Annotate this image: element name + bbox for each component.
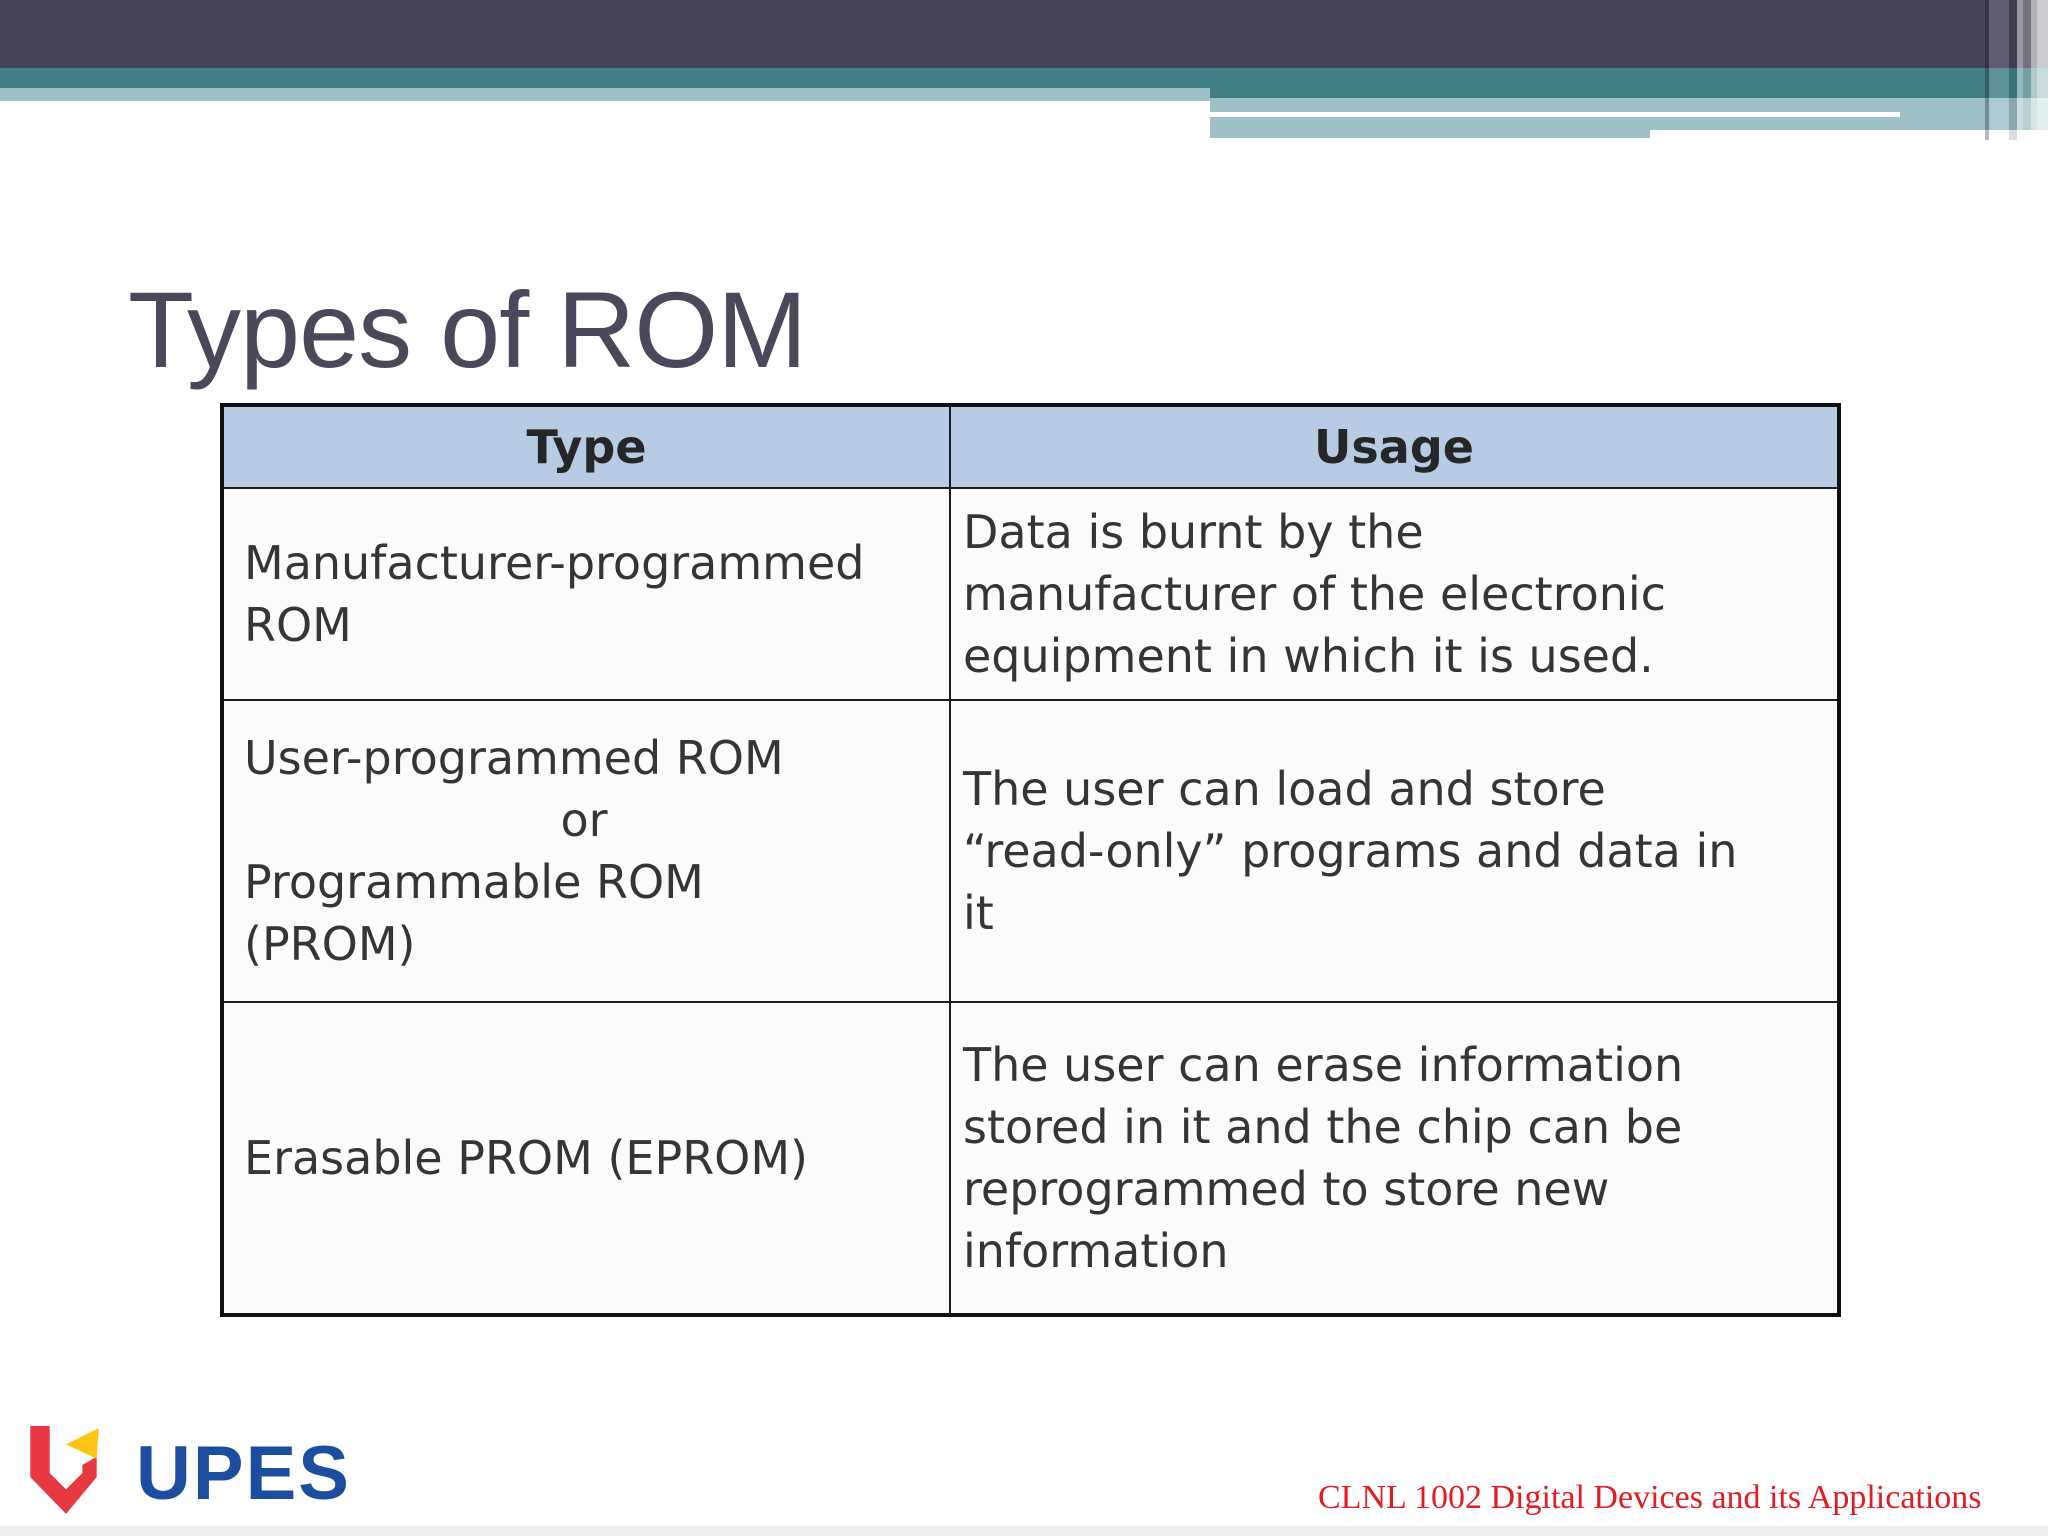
header-light-band-left	[0, 88, 1210, 101]
corner-stripe	[2017, 0, 2023, 140]
footer-course-label: CLNL 1002 Digital Devices and its Applic…	[1318, 1479, 1982, 1516]
table-row1-usage-cell: Data is burnt by the manufacturer of the…	[951, 489, 1837, 699]
table-row2-type-cell: User-programmed ROM or Programmable ROM …	[224, 701, 949, 1001]
row2-type-line4: (PROM)	[244, 917, 416, 971]
table-row1-type-cell: Manufacturer-programmed ROM	[224, 489, 949, 699]
table-row3-usage-cell: The user can erase information stored in…	[951, 1003, 1837, 1313]
rom-types-table: Type Usage Manufacturer-programmed ROM D…	[220, 403, 1841, 1317]
table-header-usage: Usage	[951, 407, 1837, 487]
table-row3-type-cell: Erasable PROM (EPROM)	[224, 1003, 949, 1313]
row3-type-text: Erasable PROM (EPROM)	[244, 1131, 808, 1185]
corner-stripe	[2037, 0, 2048, 140]
table-header-type: Type	[224, 407, 949, 487]
upes-wordmark: UPES	[136, 1431, 351, 1516]
slide-bottom-edge	[0, 1526, 2048, 1536]
header-white-stripe	[1210, 112, 1900, 117]
row1-usage-text: Data is burnt by the manufacturer of the…	[963, 505, 1666, 683]
row2-type-line2: or	[560, 793, 608, 847]
upes-logo: UPES	[24, 1424, 364, 1524]
row2-usage-text: The user can load and store “read-only” …	[963, 762, 1738, 940]
row3-usage-text: The user can erase information stored in…	[963, 1038, 1684, 1278]
row1-type-text: Manufacturer-programmed ROM	[244, 536, 865, 652]
header-white-step	[1650, 130, 2048, 138]
corner-stripe	[2023, 0, 2031, 140]
upes-shield-icon	[30, 1426, 99, 1514]
corner-stripe	[1989, 0, 2009, 140]
page-title: Types of ROM	[128, 269, 807, 391]
corner-stripe	[2009, 0, 2017, 140]
header-dark-band	[0, 0, 2048, 68]
corner-vertical-stripes	[1985, 0, 2048, 140]
row2-type-line1: User-programmed ROM	[244, 731, 784, 785]
corner-stripe	[2031, 0, 2037, 140]
corner-stripe	[1985, 0, 1989, 140]
row2-type-line3: Programmable ROM	[244, 855, 704, 909]
table-row2-usage-cell: The user can load and store “read-only” …	[951, 701, 1837, 1001]
